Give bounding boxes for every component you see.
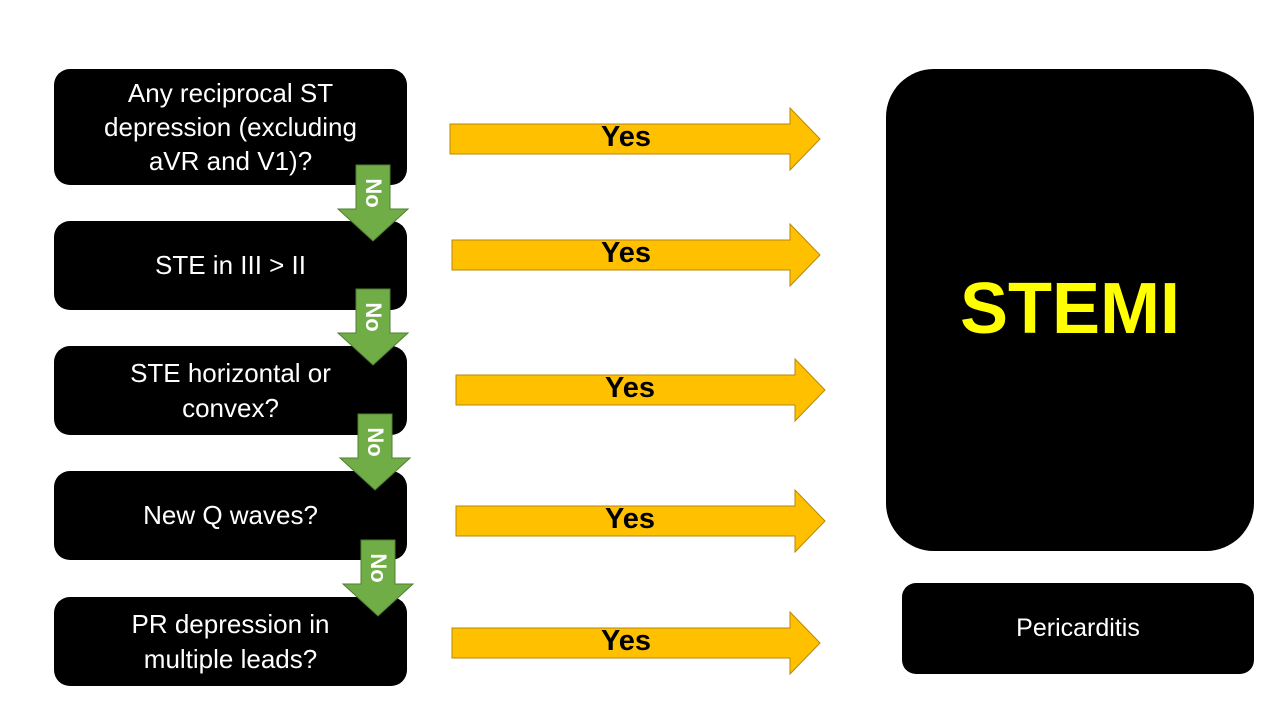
question-box-ste-iii-ii: STE in III > II <box>54 221 407 310</box>
no-label: No <box>361 302 386 332</box>
no-arrow-3 <box>338 413 412 491</box>
yes-label: Yes <box>605 503 655 535</box>
question-text: STE in III > II <box>155 250 306 281</box>
outcome-pericarditis-box: Pericarditis <box>902 583 1254 674</box>
question-box-ste-shape: STE horizontal or convex? <box>54 346 407 435</box>
no-arrow-1 <box>336 164 410 242</box>
question-text: Any reciprocal ST depression (excluding … <box>104 77 357 177</box>
yes-arrow-2 <box>451 222 821 288</box>
yes-arrow-4 <box>455 488 826 554</box>
no-label: No <box>361 178 386 208</box>
no-arrow-2 <box>336 288 410 366</box>
yes-label: Yes <box>605 372 655 404</box>
no-label: No <box>363 427 388 457</box>
yes-label: Yes <box>601 237 651 269</box>
yes-arrow-1 <box>449 106 821 172</box>
question-text: New Q waves? <box>143 500 318 531</box>
yes-label: Yes <box>601 625 651 657</box>
question-text: STE horizontal or convex? <box>130 358 331 423</box>
outcome-stemi-box: STEMI <box>886 69 1254 551</box>
question-box-pr-depression: PR depression in multiple leads? <box>54 597 407 686</box>
no-arrow-4 <box>341 539 415 617</box>
question-text: PR depression in multiple leads? <box>131 609 330 674</box>
no-label: No <box>366 553 391 583</box>
outcome-stemi-label: STEMI <box>959 269 1180 350</box>
question-box-reciprocal-st: Any reciprocal ST depression (excluding … <box>54 69 407 185</box>
outcome-pericarditis-label: Pericarditis <box>1016 614 1140 642</box>
yes-label: Yes <box>601 121 651 153</box>
yes-arrow-5 <box>451 610 821 676</box>
question-box-q-waves: New Q waves? <box>54 471 407 560</box>
yes-arrow-3 <box>455 357 826 423</box>
